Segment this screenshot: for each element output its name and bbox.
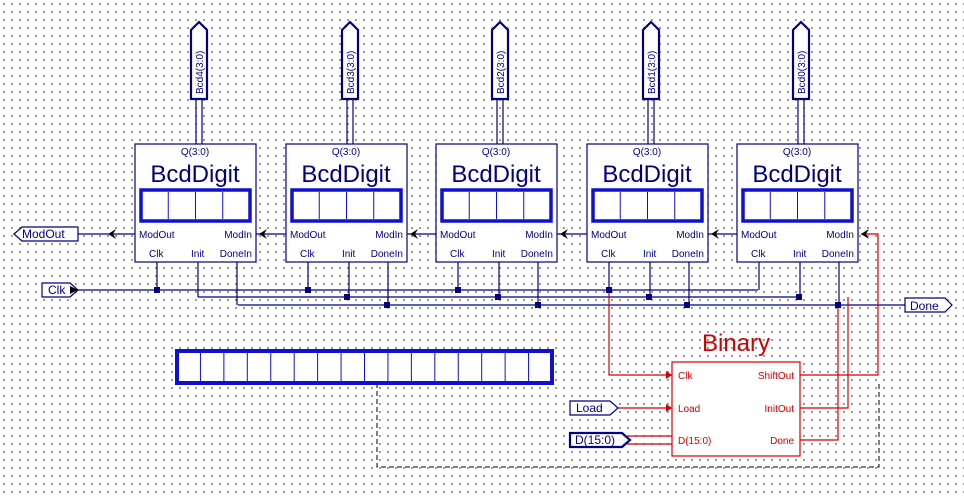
- pin-modin: ModIn: [525, 230, 553, 241]
- pin-wires: [307, 262, 389, 305]
- bus-label-text: Bcd2(3:0): [496, 51, 507, 94]
- port-modout[interactable]: ModOut: [13, 226, 79, 242]
- bus-label-text: Bcd3(3:0): [346, 51, 357, 94]
- pin-clk: Clk: [300, 249, 315, 260]
- pin-modout: ModOut: [139, 230, 175, 241]
- bcd-digit-title: BcdDigit: [451, 161, 541, 188]
- port-d-label: D(15:0): [575, 433, 615, 447]
- pin-donein: DoneIn: [822, 249, 854, 260]
- pin-clk: Clk: [601, 249, 616, 260]
- port-modout-label: ModOut: [22, 227, 65, 241]
- pin-wires: [758, 262, 840, 305]
- bus-label-text: Bcd0(3:0): [797, 51, 808, 94]
- pin-modin: ModIn: [224, 230, 252, 241]
- port-load-label: Load: [576, 401, 603, 415]
- pin-modout: ModOut: [440, 230, 476, 241]
- port-clk-label: Clk: [48, 283, 66, 297]
- pin-wires: [608, 262, 690, 305]
- binary-pin-load: Load: [678, 404, 700, 415]
- bus-label-text: Bcd1(3:0): [647, 51, 658, 94]
- binary-block[interactable]: Binary Clk Load D(15:0) ShiftOut InitOut…: [671, 330, 801, 457]
- pin-modin: ModIn: [826, 230, 854, 241]
- bcd-digit-title: BcdDigit: [301, 161, 391, 188]
- q-pin-label: Q(3:0): [783, 147, 811, 158]
- bus-label-tag[interactable]: [791, 20, 811, 101]
- pin-modout: ModOut: [741, 230, 777, 241]
- binary-pin-initout: InitOut: [765, 404, 795, 415]
- port-load[interactable]: Load: [569, 400, 619, 416]
- pin-clk: Clk: [450, 249, 465, 260]
- pin-modin: ModIn: [676, 230, 704, 241]
- q-bus-wire: [647, 99, 655, 144]
- mod-chain-arrow: [259, 229, 267, 239]
- bus-label-text: Bcd4(3:0): [195, 51, 206, 94]
- q-bus-wire: [346, 99, 354, 144]
- pin-donein: DoneIn: [371, 249, 403, 260]
- port-done-label: Done: [910, 299, 939, 313]
- q-pin-label: Q(3:0): [633, 147, 661, 158]
- mod-chain-arrow: [711, 229, 719, 239]
- binary-title: Binary: [702, 330, 770, 357]
- pin-wires: [457, 262, 539, 305]
- q-bus-wire: [195, 99, 203, 144]
- pin-wires: [156, 262, 238, 305]
- binary-pin-clk: Clk: [678, 371, 693, 382]
- q-pin-label: Q(3:0): [332, 147, 360, 158]
- pin-init: Init: [342, 249, 356, 260]
- pin-donein: DoneIn: [521, 249, 553, 260]
- q-pin-label: Q(3:0): [181, 147, 209, 158]
- bus-label-tag[interactable]: [641, 20, 661, 101]
- bcd-digit-title: BcdDigit: [602, 161, 692, 188]
- pin-init: Init: [191, 249, 205, 260]
- mod-chain-arrow: [560, 229, 568, 239]
- pin-donein: DoneIn: [220, 249, 252, 260]
- bcd-digit-title: BcdDigit: [752, 161, 842, 188]
- binary-pin-d: D(15:0): [678, 436, 711, 447]
- pin-clk: Clk: [149, 249, 164, 260]
- bus-label-tag[interactable]: [490, 20, 510, 101]
- group-outline: [376, 383, 880, 468]
- binary-pin-done: Done: [770, 436, 794, 447]
- port-d-bus[interactable]: D(15:0): [568, 431, 632, 449]
- pin-modout: ModOut: [591, 230, 627, 241]
- q-pin-label: Q(3:0): [482, 147, 510, 158]
- net-arrowheads: [70, 229, 869, 412]
- port-clk[interactable]: Clk: [41, 282, 79, 298]
- pin-modout: ModOut: [290, 230, 326, 241]
- port-done[interactable]: Done: [904, 297, 953, 313]
- binary-pin-shiftout: ShiftOut: [758, 371, 794, 382]
- bus-label-tag[interactable]: [340, 20, 360, 101]
- q-bus-wire: [496, 99, 504, 144]
- q-bus-wire: [797, 99, 805, 144]
- pin-init: Init: [643, 249, 657, 260]
- pin-modin: ModIn: [375, 230, 403, 241]
- pin-clk: Clk: [751, 249, 766, 260]
- pin-init: Init: [492, 249, 506, 260]
- bus-label-tag[interactable]: [189, 20, 209, 101]
- pin-init: Init: [793, 249, 807, 260]
- shift-register-16bit: [175, 349, 554, 385]
- bcd-digit-title: BcdDigit: [150, 161, 240, 188]
- mod-chain-arrow: [410, 229, 418, 239]
- pin-donein: DoneIn: [672, 249, 704, 260]
